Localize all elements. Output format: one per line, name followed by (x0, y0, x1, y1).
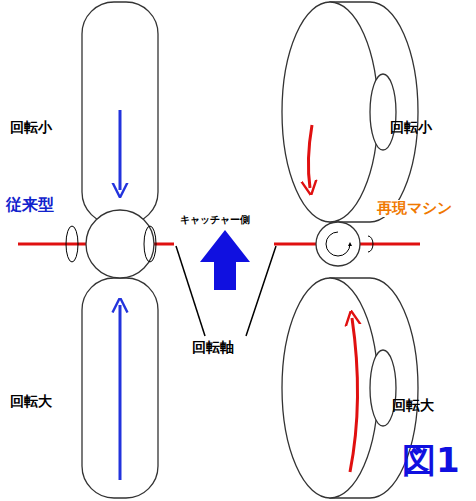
spin-arrow (350, 318, 358, 472)
type-label: 再現マシン (375, 200, 454, 217)
wheel-label: 回転小 (10, 120, 52, 135)
upper-disc (282, 2, 418, 222)
lower-disc (282, 278, 418, 498)
wheel-label: 回転大 (10, 394, 52, 409)
axis-label: 回転軸 (190, 340, 236, 355)
figure-caption: 図1 (402, 442, 460, 479)
rotation-mark (66, 226, 78, 262)
type-label: 従来型 (6, 196, 54, 214)
wheel-label: 回転大 (392, 398, 434, 413)
wheel-label: 回転小 (390, 120, 432, 135)
leader-line (246, 246, 276, 336)
spin-arrow (119, 110, 122, 190)
rotation-mark (368, 236, 373, 252)
upper-wheel (82, 2, 158, 224)
rotation-mark (326, 232, 350, 256)
lower-wheel (82, 278, 158, 498)
rotation-mark (144, 226, 156, 262)
catcher-arrow (200, 230, 250, 290)
ball (316, 222, 360, 266)
spin-arrow (308, 125, 312, 188)
direction-label: キャッチャー側 (180, 214, 250, 225)
spin-arrow (119, 305, 122, 480)
leader-line (176, 246, 205, 336)
